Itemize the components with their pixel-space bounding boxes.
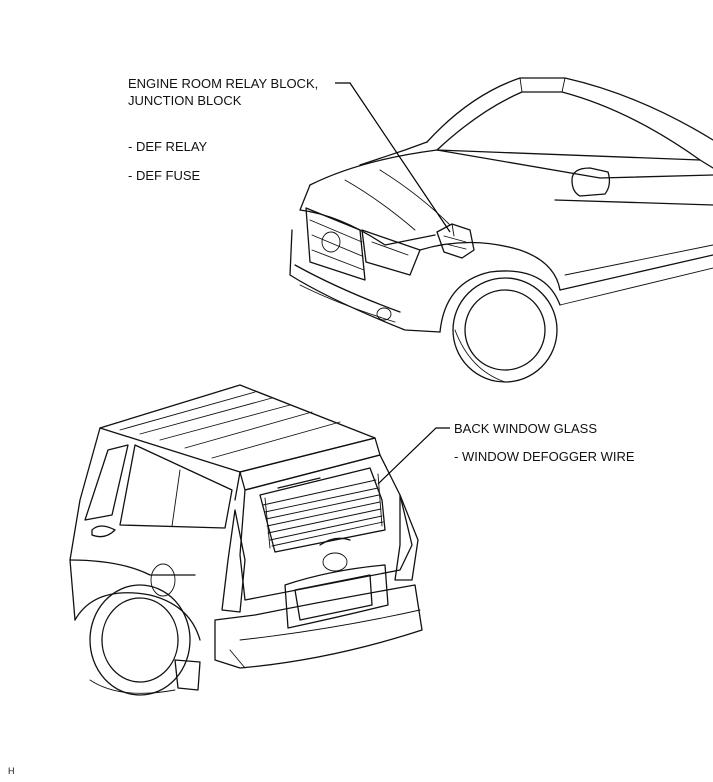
def-fuse-label: - DEF FUSE (128, 168, 201, 183)
back-window-glass (259, 467, 386, 553)
rear-vehicle-illustration (69, 384, 423, 696)
relay-block-callout: ENGINE ROOM RELAY BLOCK, JUNCTION BLOCK … (128, 76, 318, 183)
corner-mark: H (8, 766, 15, 776)
relay-block-label-line2: JUNCTION BLOCK (128, 93, 242, 108)
back-window-glass-label: BACK WINDOW GLASS (454, 421, 597, 436)
front-vehicle-illustration (289, 77, 713, 383)
relay-block-component (436, 223, 475, 259)
def-relay-label: - DEF RELAY (128, 139, 208, 154)
leader-lines (335, 82, 451, 485)
back-glass-callout: BACK WINDOW GLASS - WINDOW DEFOGGER WIRE (454, 421, 635, 464)
relay-block-label-line1: ENGINE ROOM RELAY BLOCK, (128, 76, 318, 91)
window-defogger-wire-label: - WINDOW DEFOGGER WIRE (454, 449, 635, 464)
